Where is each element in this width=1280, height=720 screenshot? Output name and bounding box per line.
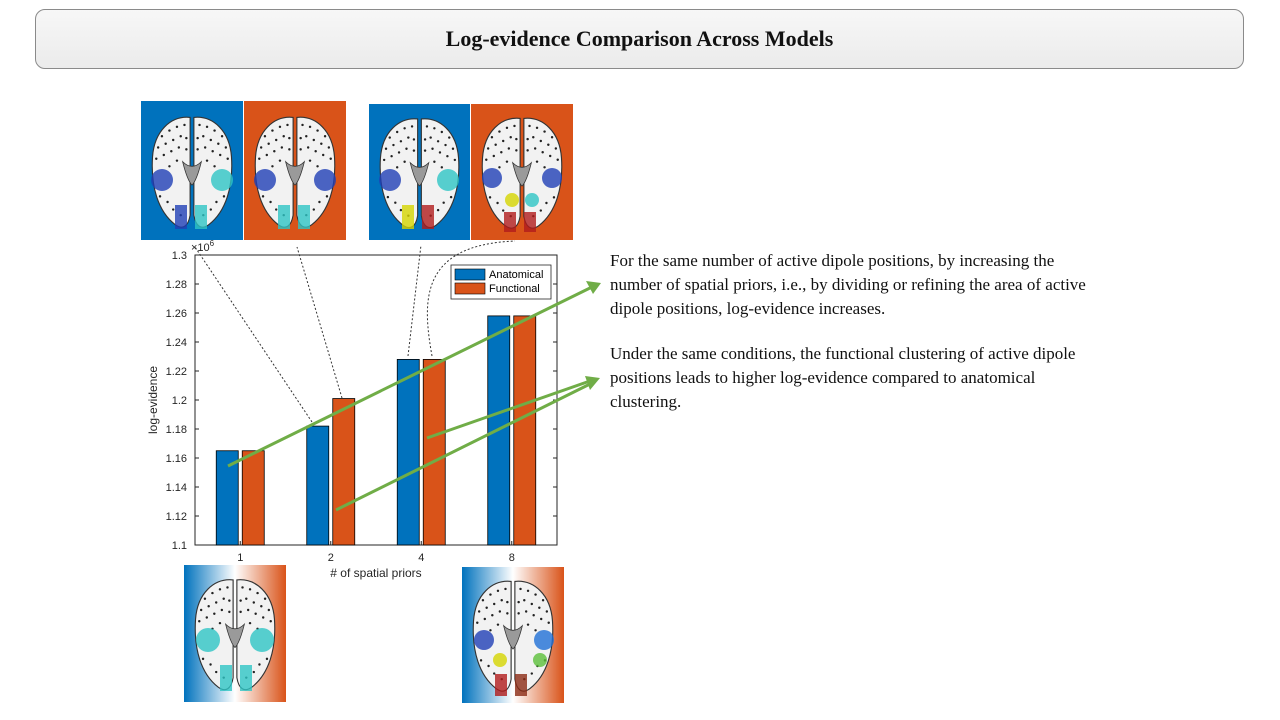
bar-functional-1	[241, 450, 265, 546]
title-banner: Log-evidence Comparison Across Models	[35, 9, 1244, 69]
legend-swatch	[454, 282, 486, 295]
bar-functional-8	[513, 315, 537, 546]
arrow-line	[426, 379, 591, 440]
y-tick-label: 1.2	[172, 395, 187, 407]
cluster-dots	[196, 628, 274, 691]
legend-label: Functional	[489, 283, 540, 295]
bar-anatomical-4	[396, 358, 420, 546]
green-arrows	[227, 281, 601, 512]
cluster-dots	[474, 630, 554, 696]
arrow-head	[586, 281, 601, 294]
arrow-head	[585, 376, 600, 390]
y-axis-label: log-evidence	[146, 366, 160, 434]
cluster-dots	[151, 169, 233, 229]
connector-lines	[194, 240, 516, 423]
bar-anatomical-1	[215, 450, 239, 546]
arrow-line	[335, 382, 591, 512]
y-axis: 1.1 1.12 1.14 1.16 1.18 1.2 1.22 1.24 1.26 1.28 1.…	[166, 250, 557, 552]
bar-chart: 1.1 1.12 1.14 1.16 1.18 1.2 1.22 1.24 1.26 1.28 1.…	[146, 239, 558, 580]
cluster-dots	[254, 169, 336, 229]
connector-line	[407, 244, 422, 357]
cluster-dots	[379, 169, 459, 229]
y-tick-label: 1.26	[166, 308, 187, 320]
x-tick-label: 4	[418, 552, 424, 564]
x-axis-label: # of spatial priors	[330, 566, 421, 580]
x-tick-label: 2	[328, 552, 334, 564]
y-tick-label: 1.1	[172, 540, 187, 552]
y-tick-label: 1.24	[166, 337, 187, 349]
y-tick-label: 1.12	[166, 511, 187, 523]
legend-label: Anatomical	[489, 269, 543, 281]
connector-line	[194, 246, 313, 423]
page-title: Log-evidence Comparison Across Models	[445, 26, 834, 51]
y-tick-label: 1.14	[166, 482, 187, 494]
y-tick-label: 1.28	[166, 279, 187, 291]
bars	[215, 315, 537, 546]
legend-swatch	[454, 268, 486, 281]
cluster-dots	[482, 168, 562, 232]
y-tick-label: 1.16	[166, 453, 187, 465]
x-tick-label: 1	[237, 552, 243, 564]
bar-functional-2	[332, 398, 356, 546]
annotation-text: For the same number of active dipole pos…	[610, 251, 1086, 318]
bar-anatomical-2	[306, 425, 330, 546]
arrow-line	[227, 285, 593, 468]
connector-line	[426, 240, 516, 357]
brain-thumbnails	[141, 101, 573, 703]
annotation-text: Under the same conditions, the functiona…	[610, 344, 1076, 411]
x-axis: 1 2 4 8	[237, 541, 515, 564]
bar-functional-4	[422, 358, 446, 546]
y-tick-label: 1.22	[166, 366, 187, 378]
y-tick-label: 1.3	[172, 250, 187, 262]
y-tick-label: 1.18	[166, 424, 187, 436]
x-tick-label: 8	[509, 552, 515, 564]
y-exponent-label: ×106	[191, 239, 215, 254]
